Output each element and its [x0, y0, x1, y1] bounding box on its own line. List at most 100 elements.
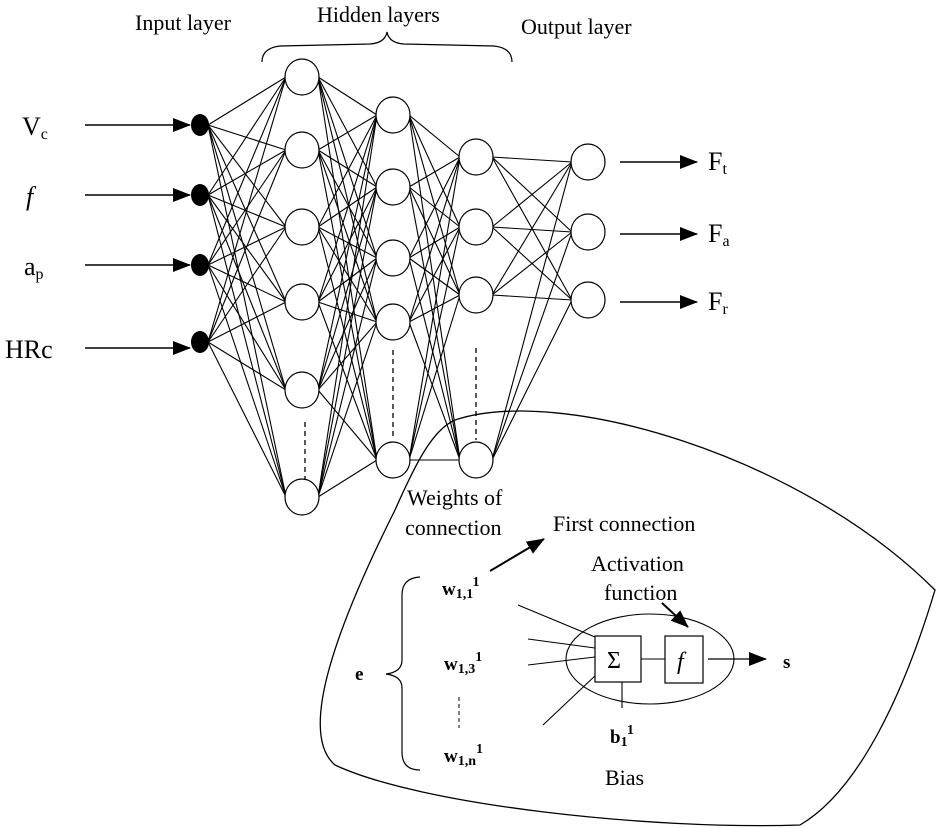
output-label: Fa: [708, 219, 730, 250]
connection: [207, 76, 287, 343]
connection: [317, 186, 378, 303]
activation-arrow: [661, 602, 689, 628]
connection: [408, 294, 461, 461]
connection: [317, 186, 378, 498]
input-label: f: [26, 182, 37, 211]
bias-symbol: b11: [610, 723, 634, 750]
connection: [317, 226, 378, 259]
connection: [317, 389, 378, 461]
connection: [491, 299, 573, 461]
connection: [207, 149, 287, 343]
input-label: Vc: [22, 112, 48, 143]
output-label: Ft: [708, 147, 727, 178]
connection: [408, 156, 461, 461]
input-node: [191, 331, 209, 353]
activation-symbol: f: [677, 649, 687, 675]
first-connection-arrow: [489, 538, 545, 572]
connection: [317, 459, 378, 498]
connection: [207, 124, 287, 151]
hidden1-node: [284, 478, 320, 516]
connection: [408, 257, 461, 461]
connection: [408, 226, 461, 259]
connections: [207, 76, 573, 498]
connection: [317, 321, 378, 391]
output-layer-title: Output layer: [521, 14, 632, 39]
sum-box: [594, 635, 642, 683]
connection: [207, 76, 287, 126]
hidden3-node: [458, 208, 494, 246]
hidden-layers-title: Hidden layers: [317, 2, 440, 27]
hidden1-node: [284, 58, 320, 96]
activation-label-line1: Activation: [591, 551, 684, 576]
hidden2-node: [375, 96, 411, 134]
output-node: [570, 143, 606, 181]
hidden1-node: [284, 283, 320, 321]
connection: [408, 114, 461, 461]
output-label: Fr: [708, 287, 728, 318]
weights-label-line1: Weights of: [407, 485, 503, 510]
hidden-layers-brace: [261, 31, 513, 63]
connection: [317, 114, 378, 498]
input-vector-label: e: [355, 664, 363, 685]
connection: [491, 161, 573, 296]
connection: [317, 76, 378, 116]
input-label: ap: [24, 252, 44, 283]
hidden1-node: [284, 371, 320, 409]
connection: [207, 264, 287, 498]
connection: [207, 341, 287, 391]
hidden3-node: [458, 441, 494, 479]
connection: [207, 264, 287, 391]
connection: [317, 301, 378, 461]
input-label: HRc: [5, 335, 53, 364]
hidden2-node: [375, 303, 411, 341]
connection: [317, 321, 378, 498]
connection: [491, 156, 573, 163]
weight-w1n: w1,n1: [444, 742, 483, 769]
connection: [317, 114, 378, 151]
connection: [408, 257, 461, 296]
weight-w11: w1,11: [442, 575, 479, 602]
connection: [207, 76, 287, 266]
connection: [317, 257, 378, 303]
connection: [207, 194, 287, 303]
connection: [317, 149, 378, 323]
connection: [317, 257, 378, 498]
connection: [491, 161, 573, 461]
activation-label-line2: function: [604, 580, 677, 605]
sum-symbol: Σ: [607, 648, 621, 674]
weight-w13: w1,31: [444, 650, 482, 677]
input-node: [191, 184, 209, 206]
output-node: [570, 213, 606, 251]
connection: [491, 161, 573, 228]
connection: [207, 124, 287, 228]
input-layer-title: Input layer: [135, 10, 232, 35]
activation-box: [664, 635, 704, 684]
connection: [317, 257, 378, 391]
connection: [317, 301, 378, 323]
connection: [207, 226, 287, 343]
connection: [408, 156, 461, 188]
connection: [317, 186, 378, 391]
input-node: [191, 254, 209, 276]
connection: [207, 194, 287, 498]
connection: [207, 76, 287, 196]
hidden2-node: [375, 239, 411, 277]
connection: [317, 114, 378, 303]
hidden2-node: [375, 168, 411, 206]
connection: [408, 156, 461, 259]
connection: [207, 194, 287, 391]
connection: [408, 226, 461, 323]
weights-brace: [385, 576, 421, 771]
connection: [207, 124, 287, 391]
connection: [207, 149, 287, 196]
connection: [491, 294, 573, 301]
connection: [207, 124, 287, 303]
input-node: [191, 114, 209, 136]
connection: [317, 76, 378, 259]
connection: [317, 114, 378, 391]
connection: [491, 231, 573, 461]
neuron-detail-outline: [319, 410, 936, 827]
hidden3-node: [458, 138, 494, 176]
connection: [491, 231, 573, 296]
